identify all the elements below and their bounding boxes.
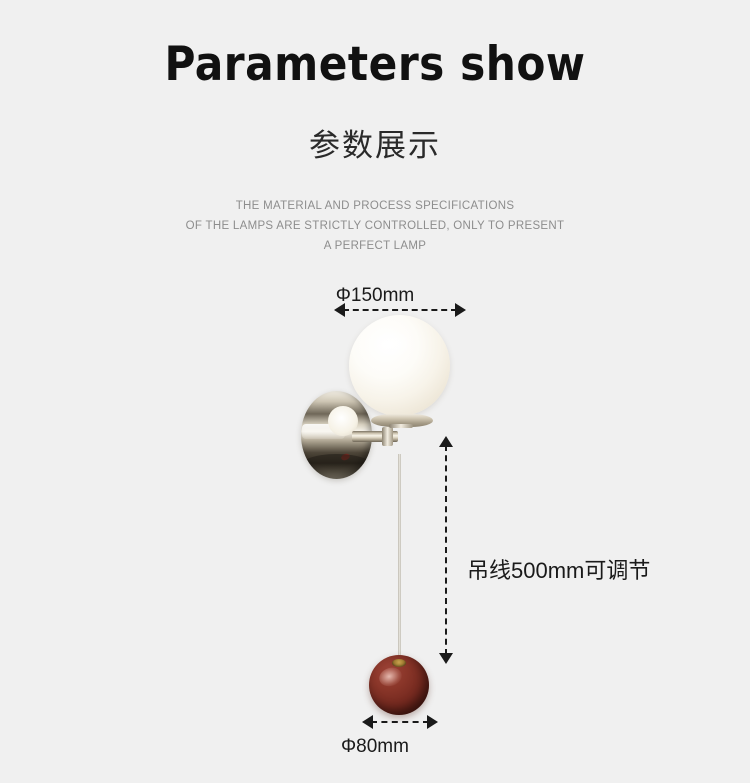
- arrow-line: [343, 309, 457, 311]
- page-description: THE MATERIAL AND PROCESS SPECIFICATIONS …: [0, 196, 750, 256]
- wall-plate-shadow: [301, 454, 372, 479]
- socket-collar: [371, 414, 433, 427]
- arrow-head-left-icon: [362, 715, 373, 729]
- chrome-socket: [390, 424, 412, 455]
- ball-diameter-arrow: [362, 715, 438, 729]
- wall-plate-reflection: [327, 405, 358, 436]
- ball-highlight: [376, 665, 405, 690]
- chrome-arm: [352, 431, 398, 442]
- opal-glass-globe: [349, 315, 450, 416]
- globe-highlight: [371, 329, 412, 360]
- page-title-cn: 参数展示: [309, 128, 441, 163]
- ball-brass-fitting: [392, 659, 406, 667]
- description-line-2: OF THE LAMPS ARE STRICTLY CONTROLLED, ON…: [185, 220, 565, 232]
- arrow-head-down-icon: [439, 653, 453, 664]
- arrow-line: [445, 445, 447, 655]
- hanging-cord: [398, 454, 401, 659]
- ball-diameter-label: Φ80mm: [341, 736, 409, 757]
- arrow-head-right-icon: [427, 715, 438, 729]
- description-line-1: THE MATERIAL AND PROCESS SPECIFICATIONS: [235, 200, 515, 212]
- arrow-head-left-icon: [334, 303, 345, 317]
- description-line-3: A PERFECT LAMP: [323, 240, 427, 252]
- arrow-head-up-icon: [439, 436, 453, 447]
- page-title-en: Parameters show: [164, 37, 586, 92]
- arrow-line: [371, 721, 429, 723]
- cord-length-arrow: [439, 436, 453, 664]
- globe-diameter-arrow: [334, 303, 466, 317]
- cord-length-label: 吊线500mm可调节: [467, 558, 651, 583]
- globe-diameter-label: Φ150mm: [335, 285, 415, 306]
- arm-joint: [382, 427, 393, 446]
- socket-ring: [389, 424, 413, 428]
- arrow-head-right-icon: [455, 303, 466, 317]
